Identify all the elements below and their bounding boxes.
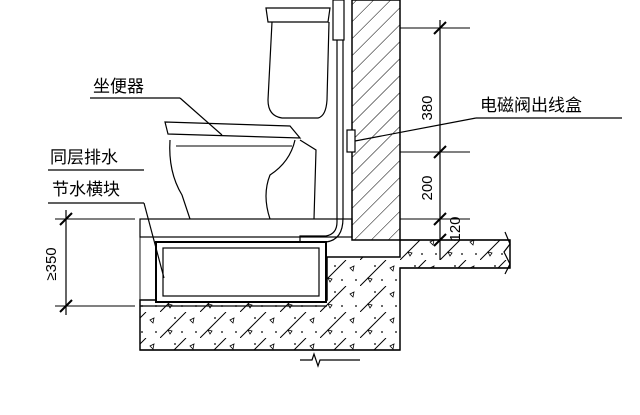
drain-block bbox=[139, 218, 353, 303]
svg-text:电磁阀出线盒: 电磁阀出线盒 bbox=[480, 96, 582, 116]
svg-text:节水横块: 节水横块 bbox=[52, 180, 120, 200]
svg-text:200: 200 bbox=[419, 175, 436, 200]
brick-wall bbox=[351, 0, 401, 241]
dimension-chain-left: ≥350 bbox=[43, 210, 135, 315]
dimension-chain-right bbox=[400, 20, 470, 260]
solenoid-box-label: 电磁阀出线盒 bbox=[354, 96, 622, 142]
break-lines bbox=[300, 231, 511, 368]
svg-text:同层排水: 同层排水 bbox=[50, 148, 118, 168]
dimension-120: 120 bbox=[447, 216, 464, 241]
drain-block-label: 同层排水 节水横块 bbox=[48, 148, 165, 279]
toilet-label: 坐便器 bbox=[90, 77, 223, 136]
svg-text:坐便器: 坐便器 bbox=[93, 77, 144, 97]
dimension-380: 380 bbox=[419, 95, 436, 120]
toilet-body bbox=[164, 7, 331, 220]
solenoid-pipe bbox=[299, 0, 356, 243]
dimension-350: ≥350 bbox=[43, 247, 60, 280]
svg-text:120: 120 bbox=[447, 216, 464, 241]
svg-text:380: 380 bbox=[419, 95, 436, 120]
dimension-200: 200 bbox=[419, 175, 436, 200]
